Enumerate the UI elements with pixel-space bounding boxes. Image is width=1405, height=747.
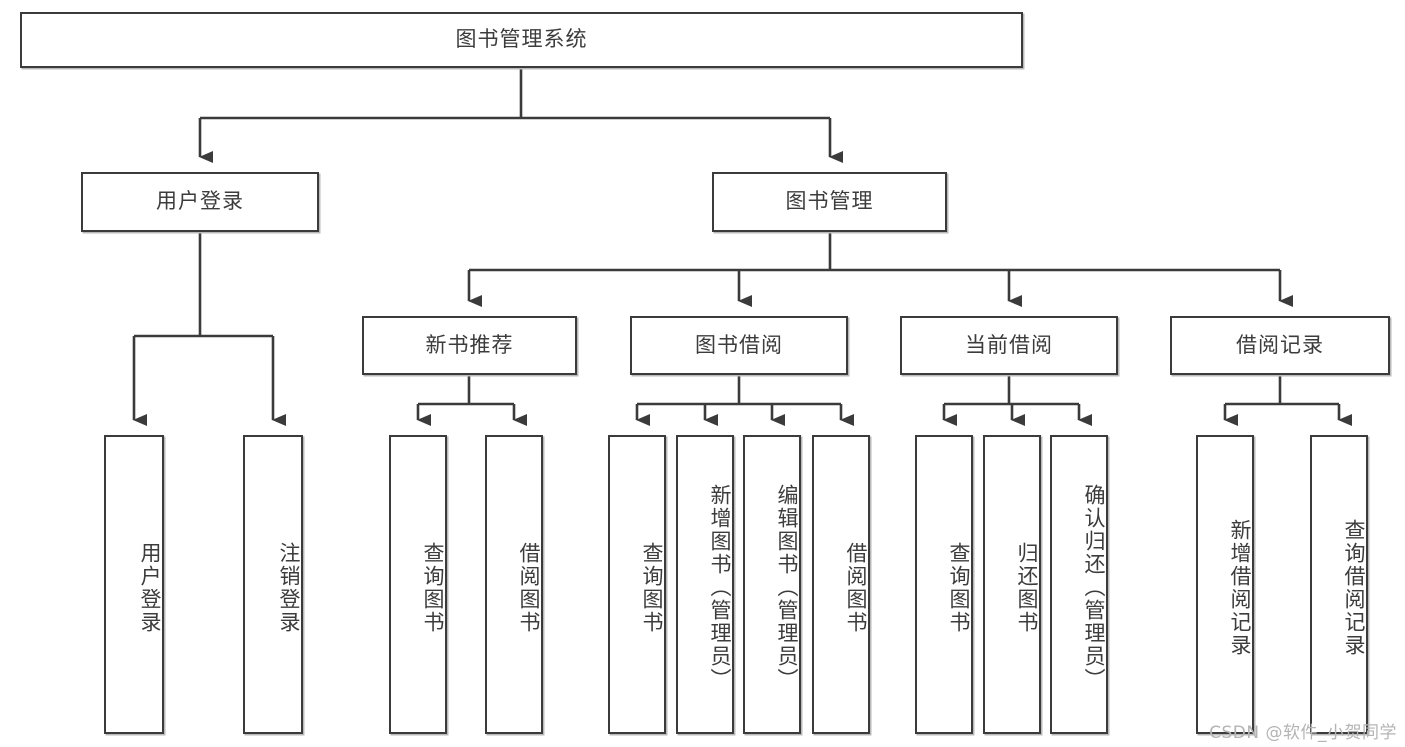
leaf-borrow-borrow-book-label: 借阅图书 xyxy=(844,541,868,634)
leaf-rec-add-record-label: 新增借阅记录 xyxy=(1228,518,1252,657)
node-book-manage-label: 图书管理 xyxy=(785,189,874,214)
leaf-rec-query-record-label: 查询借阅记录 xyxy=(1342,518,1366,657)
leaf-rec-add-record[interactable]: 新增借阅记录 xyxy=(1196,435,1254,734)
leaf-cur-return-book[interactable]: 归还图书 xyxy=(983,435,1041,734)
leaf-borrow-query-book[interactable]: 查询图书 xyxy=(608,435,666,734)
leaf-rec-borrow-book-label: 借阅图书 xyxy=(517,541,541,634)
leaf-borrow-add-book[interactable]: 新增图书（管理员） xyxy=(676,435,734,734)
node-book-manage[interactable]: 图书管理 xyxy=(712,172,947,232)
leaf-borrow-query-book-label: 查询图书 xyxy=(640,541,664,634)
node-borrow-record[interactable]: 借阅记录 xyxy=(1170,316,1390,375)
leaf-borrow-add-book-label: 新增图书（管理员） xyxy=(708,484,732,691)
node-root-label: 图书管理系统 xyxy=(455,27,588,52)
node-new-book-rec-label: 新书推荐 xyxy=(425,332,514,357)
leaf-borrow-edit-book-label: 编辑图书（管理员） xyxy=(775,484,799,691)
leaf-cur-query-book-label: 查询图书 xyxy=(947,541,971,634)
leaf-user-logout[interactable]: 注销登录 xyxy=(243,435,303,734)
leaf-rec-query-book-label: 查询图书 xyxy=(421,541,445,634)
leaf-user-logout-label: 注销登录 xyxy=(277,541,301,634)
node-user-login-label: 用户登录 xyxy=(156,189,244,214)
leaf-user-login-label: 用户登录 xyxy=(138,541,162,634)
leaf-cur-confirm-return[interactable]: 确认归还（管理员） xyxy=(1050,435,1108,734)
leaf-rec-borrow-book[interactable]: 借阅图书 xyxy=(485,435,543,734)
node-book-borrow[interactable]: 图书借阅 xyxy=(630,316,848,375)
node-root[interactable]: 图书管理系统 xyxy=(20,12,1023,68)
node-borrow-record-label: 借阅记录 xyxy=(1236,332,1324,357)
node-current-borrow[interactable]: 当前借阅 xyxy=(900,316,1118,375)
node-book-borrow-label: 图书借阅 xyxy=(695,332,783,357)
leaf-cur-confirm-return-label: 确认归还（管理员） xyxy=(1082,484,1106,691)
node-new-book-rec[interactable]: 新书推荐 xyxy=(362,316,577,375)
leaf-borrow-edit-book[interactable]: 编辑图书（管理员） xyxy=(743,435,801,734)
leaf-rec-query-book[interactable]: 查询图书 xyxy=(389,435,447,734)
node-user-login[interactable]: 用户登录 xyxy=(81,172,319,232)
node-current-borrow-label: 当前借阅 xyxy=(965,332,1053,357)
csdn-watermark: CSDN @软件_小贺同学 xyxy=(1209,723,1397,743)
leaf-cur-return-book-label: 归还图书 xyxy=(1015,541,1039,634)
leaf-user-login[interactable]: 用户登录 xyxy=(104,435,164,734)
leaf-rec-query-record[interactable]: 查询借阅记录 xyxy=(1310,435,1368,734)
leaf-borrow-borrow-book[interactable]: 借阅图书 xyxy=(812,435,870,734)
leaf-cur-query-book[interactable]: 查询图书 xyxy=(915,435,973,734)
